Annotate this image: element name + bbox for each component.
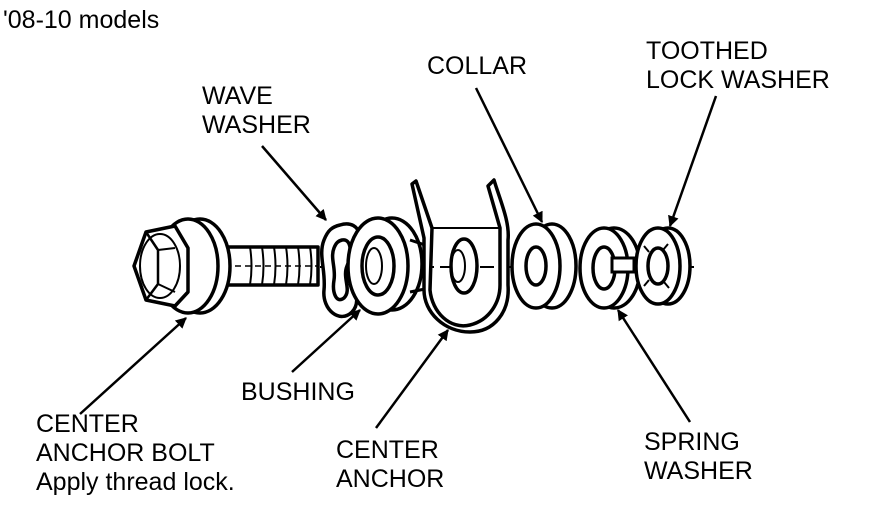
bushing-leader	[291, 309, 361, 373]
toothed-lock-washer-label: TOOTHED LOCK WASHER	[646, 37, 830, 94]
center-anchor-leader	[374, 329, 450, 429]
wave-washer-label: WAVE WASHER	[202, 82, 311, 139]
center-anchor-bolt-part	[132, 217, 320, 315]
center-anchor-label: CENTER ANCHOR	[336, 436, 445, 493]
spring-washer-part	[578, 226, 642, 310]
models-header: '08-10 models	[3, 6, 160, 34]
bushing-part	[346, 216, 432, 316]
spring-washer-label: SPRING WASHER	[644, 428, 753, 485]
toothed-lock-washer-leader	[668, 95, 718, 228]
leader-arrows	[79, 87, 718, 429]
center-anchor-bolt-label: CENTER ANCHOR BOLT Apply thread lock.	[36, 410, 235, 496]
spring-washer-leader	[616, 309, 692, 423]
center-anchor-part	[410, 178, 510, 334]
collar-leader	[474, 87, 544, 223]
center-anchor-bolt-leader	[79, 317, 187, 415]
toothed-lock-washer-part	[634, 226, 692, 306]
bushing-label: BUSHING	[241, 378, 355, 406]
collar-part	[510, 222, 578, 310]
wave-washer-leader	[261, 145, 327, 221]
collar-label: COLLAR	[427, 52, 528, 80]
